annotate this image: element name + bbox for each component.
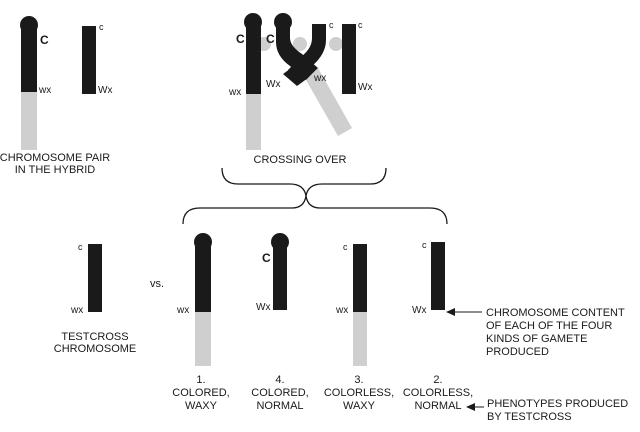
gamete-2-line1: COLORLESS, (403, 387, 473, 399)
crossover-label-Wx-1: Wx (266, 79, 280, 90)
gamete-3-number: 3. (354, 374, 363, 386)
gamete-1-line2: WAXY (185, 400, 218, 412)
chromosome-content-annotation: CHROMOSOME CONTENT OF EACH OF THE FOUR K… (446, 307, 625, 358)
gene-label-wx: wx (38, 85, 51, 96)
chromosome-content-arrow-head (446, 308, 455, 316)
gamete-4: C Wx (256, 233, 289, 313)
gene-label-Wx: Wx (98, 85, 112, 96)
hybrid-chromosome-pair: C wx c Wx CHROMOSOME PAIR IN THE HYBRID (0, 16, 112, 176)
gene-label-c: c (99, 22, 104, 32)
gamete-4-label-Wx: Wx (256, 302, 270, 313)
gamete-4-line2: NORMAL (256, 400, 303, 412)
phenotypes-label-1: PHENOTYPES PRODUCED (487, 398, 628, 410)
testcross-label-1: TESTCROSS (61, 331, 128, 343)
gamete-4-number: 4. (275, 374, 284, 386)
gamete-1-line1: COLORED, (172, 387, 229, 399)
gamete-4-line1: COLORED, (251, 387, 308, 399)
gamete-3-line1: COLORLESS, (324, 387, 394, 399)
phenotypes-annotation: PHENOTYPES PRODUCED BY TESTCROSS (466, 398, 628, 423)
crossover-label-C-1: C (236, 32, 245, 46)
gamete-1-label-wx: wx (176, 305, 189, 316)
phenotypes-label-2: BY TESTCROSS (487, 411, 572, 423)
crossing-over-brace (221, 167, 387, 197)
chromosome-content-label-1: CHROMOSOME CONTENT (486, 307, 625, 319)
crossover-chromatid-outer-right (342, 24, 356, 94)
testcross-label-2: CHROMOSOME (54, 343, 137, 355)
chromosome-content-label-4: PRODUCED (486, 346, 549, 358)
crossover-label-wx-1: wx (228, 87, 241, 98)
crossing-over-label: CROSSING OVER (254, 154, 347, 166)
gamete-3-label-c: c (343, 242, 348, 252)
crossover-chromatid-outer-left (244, 13, 262, 150)
chromosome-content-label-2: OF EACH OF THE FOUR (486, 320, 612, 332)
gamete-1-number: 1. (196, 374, 205, 386)
testcross-chromosome (88, 244, 102, 312)
crossing-over-group: C C c c wx Wx wx Wx CROSSING OVER (221, 13, 387, 197)
phenotypes-arrow-head (466, 403, 475, 411)
gametes-brace (182, 195, 448, 225)
gamete-1: wx (176, 233, 212, 366)
testcross-chromosome-group: c wx TESTCROSS CHROMOSOME (54, 242, 137, 355)
vs-label: vs. (150, 278, 164, 290)
gamete-2: c Wx (412, 240, 445, 316)
crossover-label-Wx-2: Wx (358, 82, 372, 93)
gamete-2-label-Wx: Wx (412, 305, 426, 316)
gamete-4-label-C: C (262, 251, 271, 265)
testcross-label-wx: wx (70, 305, 83, 316)
gene-label-C: C (40, 33, 49, 47)
chromosome-content-label-3: KINDS OF GAMETE (486, 333, 587, 345)
gamete-3-line2: WAXY (343, 400, 376, 412)
gamete-3: c wx (335, 242, 367, 366)
gamete-2-line2: NORMAL (414, 400, 461, 412)
hybrid-chromosome-c-Wx (82, 26, 96, 94)
gamete-phenotype-labels: 1. COLORED, WAXY 4. COLORED, NORMAL 3. C… (172, 374, 473, 412)
crossover-label-wx-2: wx (313, 73, 326, 84)
gamete-3-label-wx: wx (335, 305, 348, 316)
hybrid-chromosome-c-wx (20, 16, 38, 150)
gamete-2-label-c: c (422, 240, 427, 250)
hybrid-pair-label-2: IN THE HYBRID (15, 164, 96, 176)
hybrid-pair-label-1: CHROMOSOME PAIR (0, 152, 110, 164)
crossover-label-c-2: c (358, 20, 363, 30)
testcross-label-c: c (78, 242, 83, 252)
gamete-2-number: 2. (433, 374, 442, 386)
crossover-label-c-1: c (329, 20, 334, 30)
crossover-label-C-2: C (266, 32, 275, 46)
crossover-chromatid-inner-right (283, 24, 326, 86)
